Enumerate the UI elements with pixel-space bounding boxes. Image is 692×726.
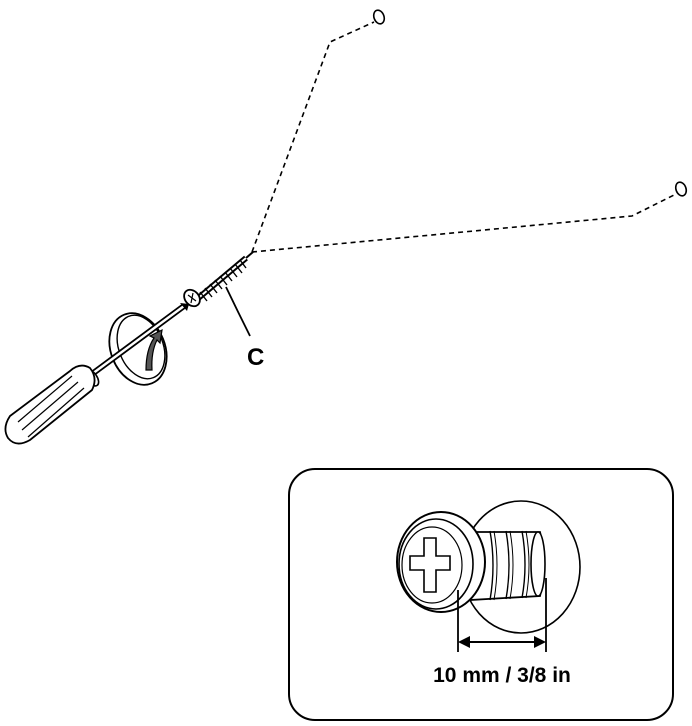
- dimension-indicator: [457, 578, 547, 652]
- leader-line-c: [225, 286, 251, 337]
- screwdriver-icon: [4, 303, 189, 445]
- guide-line-right: [251, 193, 677, 253]
- phillips-cross-icon: [409, 537, 451, 593]
- screw-icon: [183, 251, 254, 308]
- guide-line-upper: [251, 21, 375, 253]
- screw-length-label: 10 mm / 3/8 in: [433, 664, 571, 687]
- drill-hole-upper: [372, 9, 386, 25]
- screw-shank: [469, 530, 546, 601]
- screw-head-detail: [396, 511, 486, 613]
- guide-lines: [251, 21, 677, 253]
- rotation-arrow-icon: [145, 328, 163, 371]
- part-label-c: C: [247, 344, 264, 371]
- detail-inset: 10 mm / 3/8 in: [288, 468, 674, 721]
- screw-threads: [199, 259, 247, 302]
- drill-hole-right: [674, 181, 688, 197]
- screwdriver-handle: [4, 364, 96, 445]
